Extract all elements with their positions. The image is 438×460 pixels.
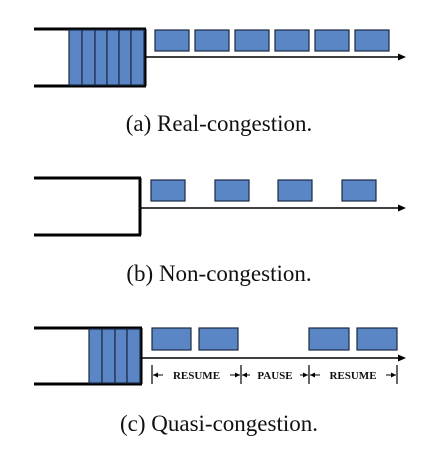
queued-packet: [118, 29, 132, 86]
packet: [154, 29, 190, 52]
caption-quasi-congestion: (c) Quasi-congestion.: [120, 411, 318, 436]
segment-label: RESUME: [329, 370, 376, 382]
packet: [308, 327, 350, 351]
switch-buffer: [34, 176, 142, 237]
link-packets: [151, 327, 398, 351]
packet: [354, 29, 390, 52]
packet: [356, 327, 398, 351]
panel-real-congestion: [34, 27, 406, 88]
segment-resume-2: RESUME: [310, 370, 396, 382]
segment-boundaries: [151, 365, 398, 384]
output-link-arrow: [141, 354, 406, 362]
segment-label: RESUME: [173, 370, 220, 382]
link-packets: [150, 179, 377, 202]
queued-packet: [88, 328, 103, 384]
segment-pause: PAUSE: [242, 370, 308, 382]
packet: [214, 179, 250, 202]
packet: [277, 179, 313, 202]
link-packets: [154, 29, 390, 52]
caption-real-congestion: (a) Real-congestion.: [125, 111, 313, 136]
packet: [194, 29, 230, 52]
queued-packet: [130, 29, 145, 86]
queued-packet: [101, 328, 116, 384]
queued-packets: [88, 328, 141, 384]
segment-resume-1: RESUME: [153, 370, 240, 382]
packet: [150, 179, 186, 202]
queued-packet: [126, 328, 141, 384]
packet: [341, 179, 377, 202]
packet: [314, 29, 350, 52]
segment-label: PAUSE: [257, 370, 292, 382]
packet: [151, 327, 192, 351]
queued-packet: [106, 29, 120, 86]
panel-non-congestion: [34, 176, 406, 237]
queued-packet: [114, 328, 128, 384]
packet: [234, 29, 270, 52]
switch-buffer: [34, 326, 143, 386]
queued-packet: [68, 29, 83, 86]
panel-quasi-congestion: RESUME PAUSE RESUME: [34, 326, 406, 386]
packet: [274, 29, 310, 52]
queued-packets: [68, 29, 145, 86]
output-link-arrow: [145, 53, 406, 61]
queued-packet: [94, 29, 108, 86]
packet: [198, 327, 239, 351]
caption-non-congestion: (b) Non-congestion.: [126, 261, 312, 286]
queued-packet: [81, 29, 96, 86]
output-link-arrow: [140, 204, 406, 212]
